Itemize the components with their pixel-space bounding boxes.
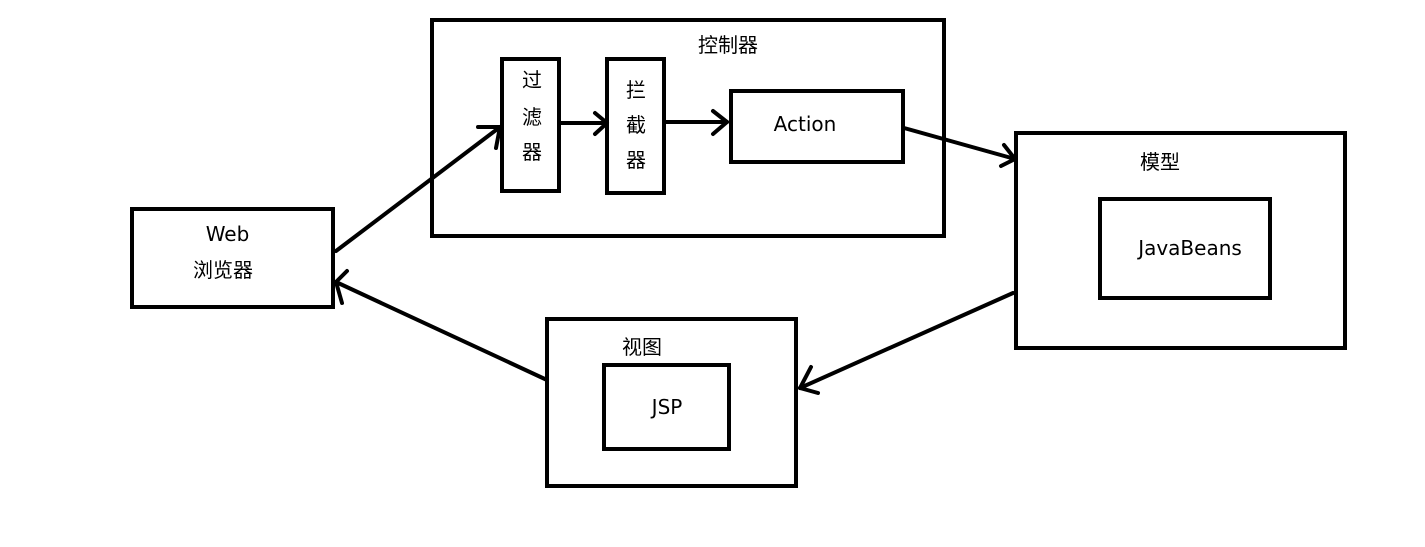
arrow-action-to-model-head xyxy=(999,143,1017,168)
filter-char-3: 器 xyxy=(522,140,542,164)
web-browser-label-line2: 浏览器 xyxy=(193,258,253,282)
jsp-box xyxy=(602,363,731,451)
filter-char-2: 滤 xyxy=(522,105,542,129)
interceptor-char-1: 拦 xyxy=(626,78,646,102)
web-browser-box xyxy=(130,207,335,309)
filter-box xyxy=(500,57,561,193)
arrow-model-to-view xyxy=(798,291,1015,390)
controller-title: 控制器 xyxy=(698,33,758,57)
filter-char-1: 过 xyxy=(522,68,542,92)
interceptor-char-3: 器 xyxy=(626,148,646,172)
action-label: Action xyxy=(773,112,837,136)
arrow-model-to-view-head xyxy=(798,365,820,395)
arrow-view-to-browser xyxy=(334,280,549,382)
javabeans-label: JavaBeans xyxy=(1138,236,1242,260)
jsp-label: JSP xyxy=(651,395,683,419)
web-browser-label-line1: Web xyxy=(205,222,250,246)
model-box xyxy=(1014,131,1347,350)
arrow-view-to-browser-head xyxy=(334,269,349,305)
javabeans-box xyxy=(1098,197,1272,300)
view-title: 视图 xyxy=(622,335,662,359)
interceptor-char-2: 截 xyxy=(626,113,646,137)
model-title: 模型 xyxy=(1140,150,1180,174)
view-box xyxy=(545,317,798,488)
